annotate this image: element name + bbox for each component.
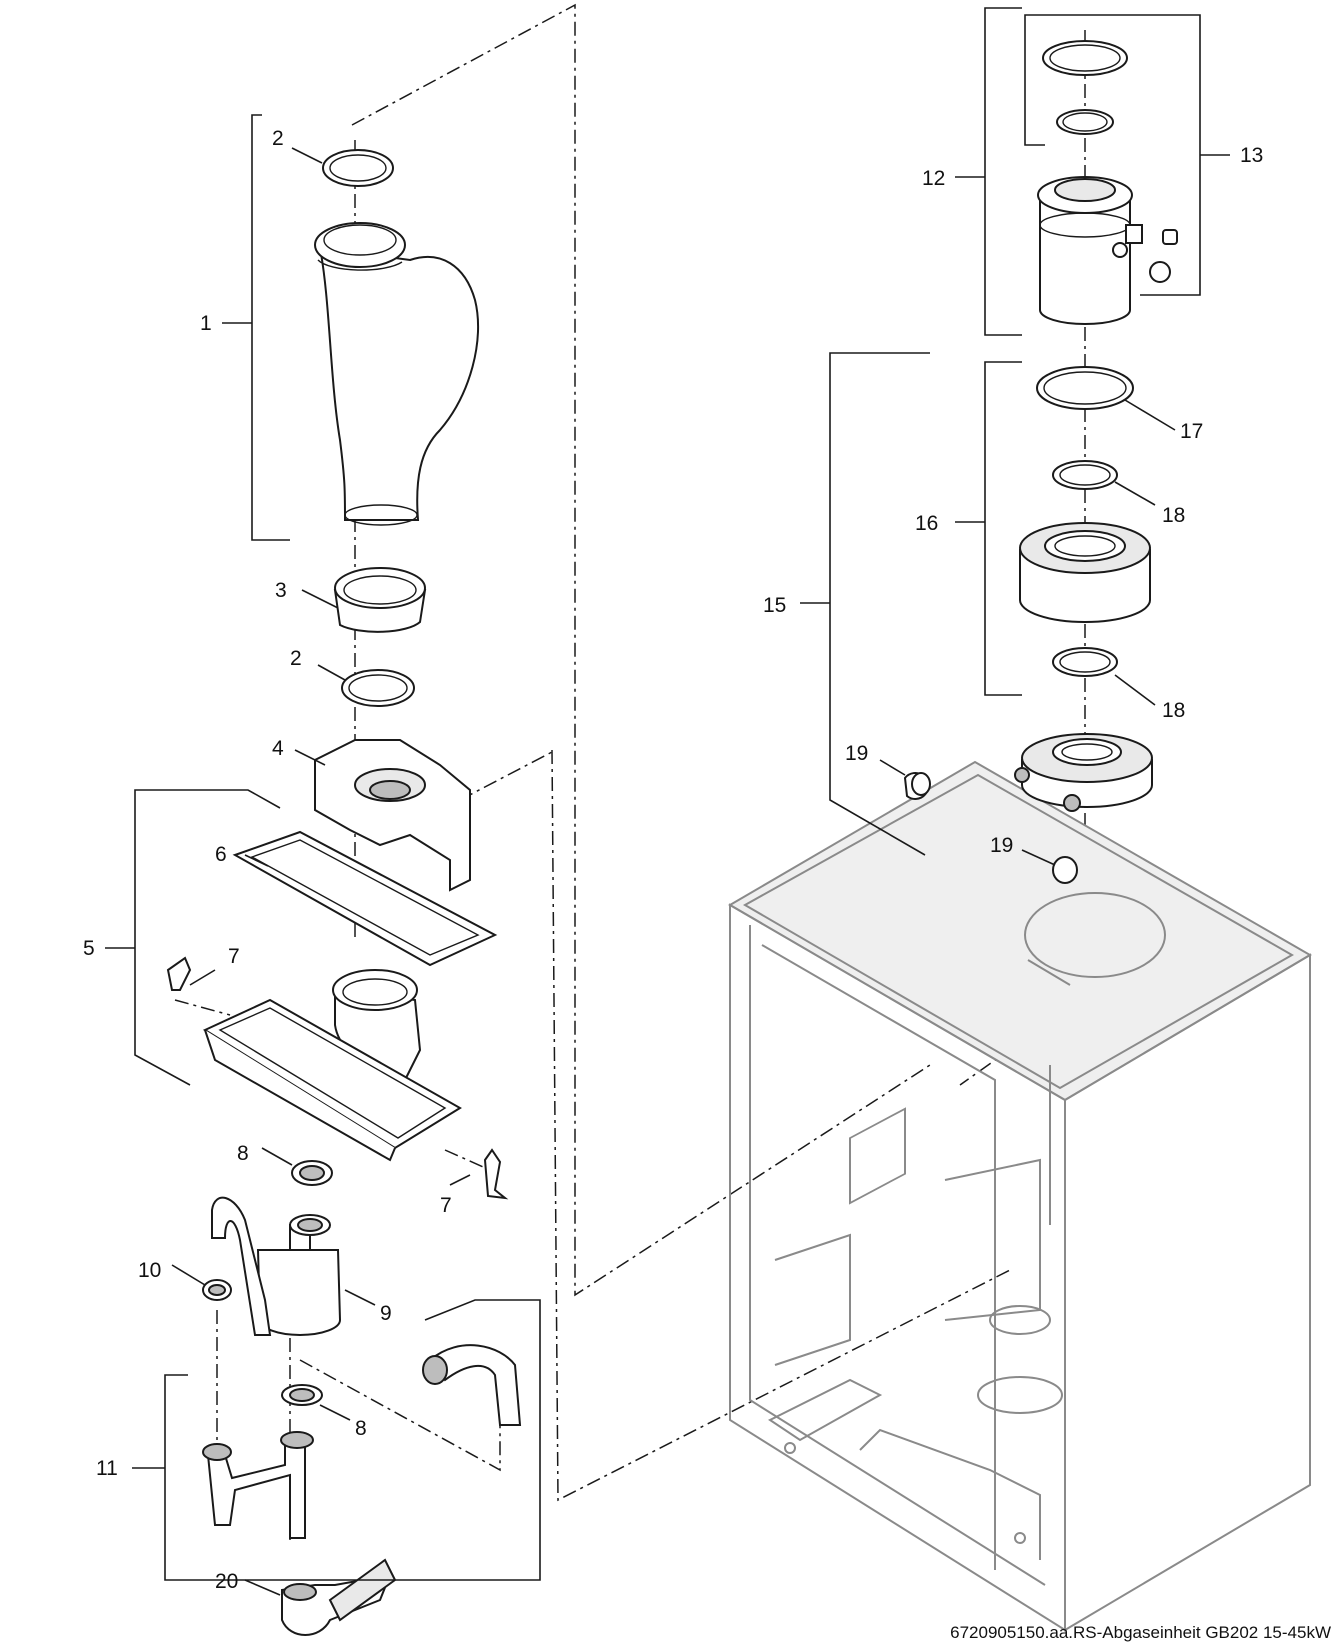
brackets-right xyxy=(800,7,1230,866)
label-4: 4 xyxy=(272,737,284,760)
left-assembly xyxy=(166,149,522,1636)
seal-13-large xyxy=(1042,40,1128,76)
label-3: 3 xyxy=(275,579,287,602)
gasket-6 xyxy=(232,830,498,967)
label-7-lower: 7 xyxy=(440,1194,452,1217)
cap-19-b xyxy=(1052,856,1078,884)
label-19-b: 19 xyxy=(990,834,1013,857)
hose-bend xyxy=(428,1344,522,1426)
seal-17 xyxy=(1036,366,1134,410)
boiler-cabinet xyxy=(728,760,1312,1632)
label-2-lower: 2 xyxy=(290,647,302,670)
label-17: 17 xyxy=(1180,420,1203,443)
part-labels: 2 1 3 2 4 6 5 7 8 7 10 9 8 11 20 13 12 1… xyxy=(83,127,1263,1593)
label-10: 10 xyxy=(138,1259,161,1282)
label-20: 20 xyxy=(215,1570,238,1593)
siphon-9 xyxy=(256,1249,342,1336)
label-8-upper: 8 xyxy=(237,1142,249,1165)
flue-adapter-assembly xyxy=(903,40,1178,884)
label-16: 16 xyxy=(915,512,938,535)
label-8-lower: 8 xyxy=(355,1417,367,1440)
seal-13-small xyxy=(1056,109,1114,135)
flue-adapter-12 xyxy=(1039,199,1131,325)
label-18-upper: 18 xyxy=(1162,504,1185,527)
label-11: 11 xyxy=(96,1457,118,1480)
collector-4 xyxy=(314,739,471,892)
seal-2-lower xyxy=(341,669,415,707)
label-5: 5 xyxy=(83,937,95,960)
clip-7-upper xyxy=(166,956,192,991)
label-12: 12 xyxy=(922,167,945,190)
condensate-tray xyxy=(202,998,462,1150)
label-19-a: 19 xyxy=(845,742,868,765)
label-2-upper: 2 xyxy=(272,127,284,150)
siphon-kit-11 xyxy=(206,1444,306,1539)
seal-2-upper xyxy=(322,149,394,187)
label-18-lower: 18 xyxy=(1162,699,1185,722)
clip-7-lower xyxy=(483,1148,509,1200)
drawing-caption: 6720905150.aa.RS-Abgaseinheit GB202 15-4… xyxy=(950,1623,1331,1642)
flue-pipe-1 xyxy=(318,246,480,521)
label-15: 15 xyxy=(763,594,786,617)
label-9: 9 xyxy=(380,1302,392,1325)
label-1: 1 xyxy=(200,312,212,335)
label-6: 6 xyxy=(215,843,227,866)
brackets-left xyxy=(105,114,541,1596)
label-13: 13 xyxy=(1240,144,1263,167)
label-7-upper: 7 xyxy=(228,945,240,968)
